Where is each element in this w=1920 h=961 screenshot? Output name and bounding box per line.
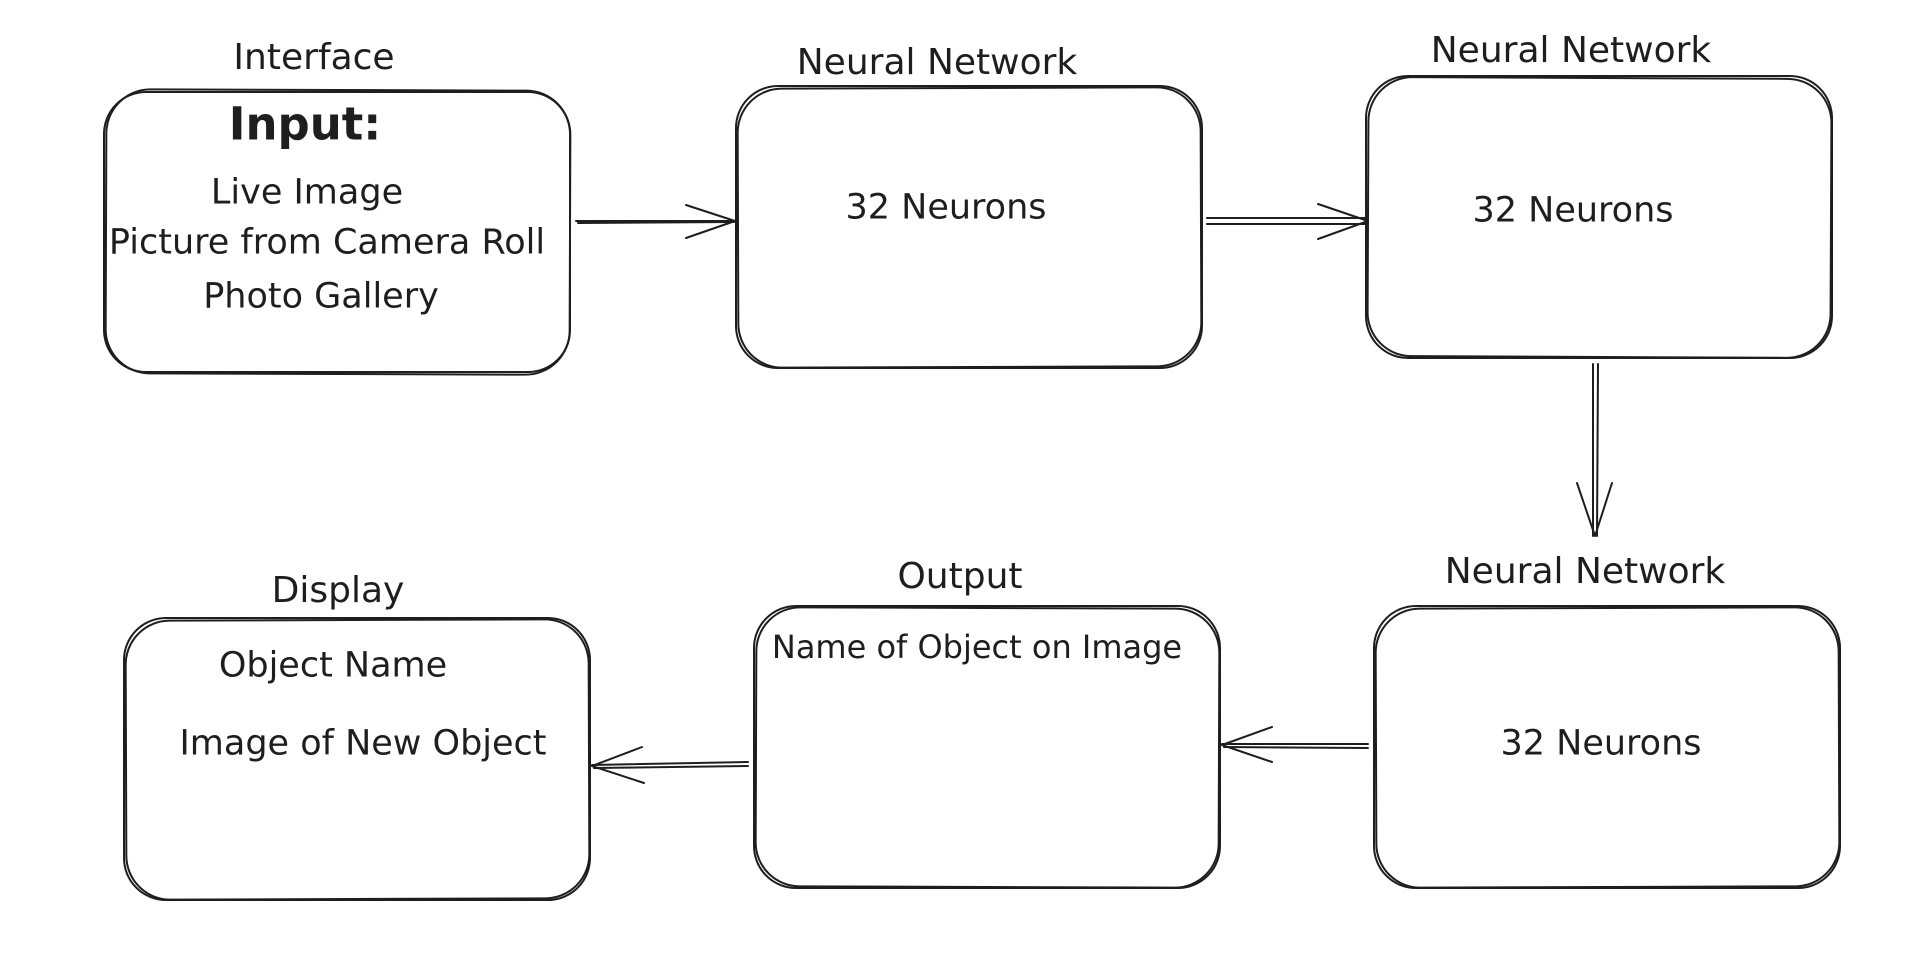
node-box-display[interactable] (123, 617, 591, 901)
interface-line-live-image: Live Image (210, 172, 404, 213)
arrow-neural-network-2-to-neural-network-3 (1576, 363, 1613, 537)
node-box-output[interactable] (753, 605, 1221, 889)
interface-line-camera-roll: Picture from Camera Roll (108, 222, 546, 263)
arrow-output-to-display (591, 746, 749, 784)
node-box-neural-network-3[interactable] (1373, 605, 1841, 889)
caption-neural-network-1: Neural Network (796, 42, 1078, 83)
arrow-neural-network-3-to-output (1221, 726, 1369, 763)
neural-network-1-neurons: 32 Neurons (845, 187, 1047, 228)
neural-network-2-neurons: 32 Neurons (1472, 190, 1674, 231)
caption-display: Display (271, 570, 405, 611)
caption-neural-network-2: Neural Network (1430, 30, 1712, 71)
interface-heading: Input: (228, 97, 382, 151)
display-line-image-of-new-object: Image of New Object (179, 723, 547, 764)
node-box-neural-network-1[interactable] (735, 85, 1203, 369)
interface-line-photo-gallery: Photo Gallery (203, 276, 439, 317)
caption-interface: Interface (233, 37, 395, 78)
arrow-neural-network-1-to-neural-network-2 (1206, 203, 1369, 240)
caption-neural-network-3: Neural Network (1444, 551, 1726, 592)
neural-network-3-neurons: 32 Neurons (1500, 723, 1702, 764)
arrow-interface-to-neural-network-1 (575, 204, 736, 239)
caption-output: Output (897, 556, 1023, 597)
node-box-interface[interactable] (103, 88, 572, 376)
output-line-object-name: Name of Object on Image (771, 628, 1183, 666)
display-line-object-name: Object Name (218, 645, 448, 686)
